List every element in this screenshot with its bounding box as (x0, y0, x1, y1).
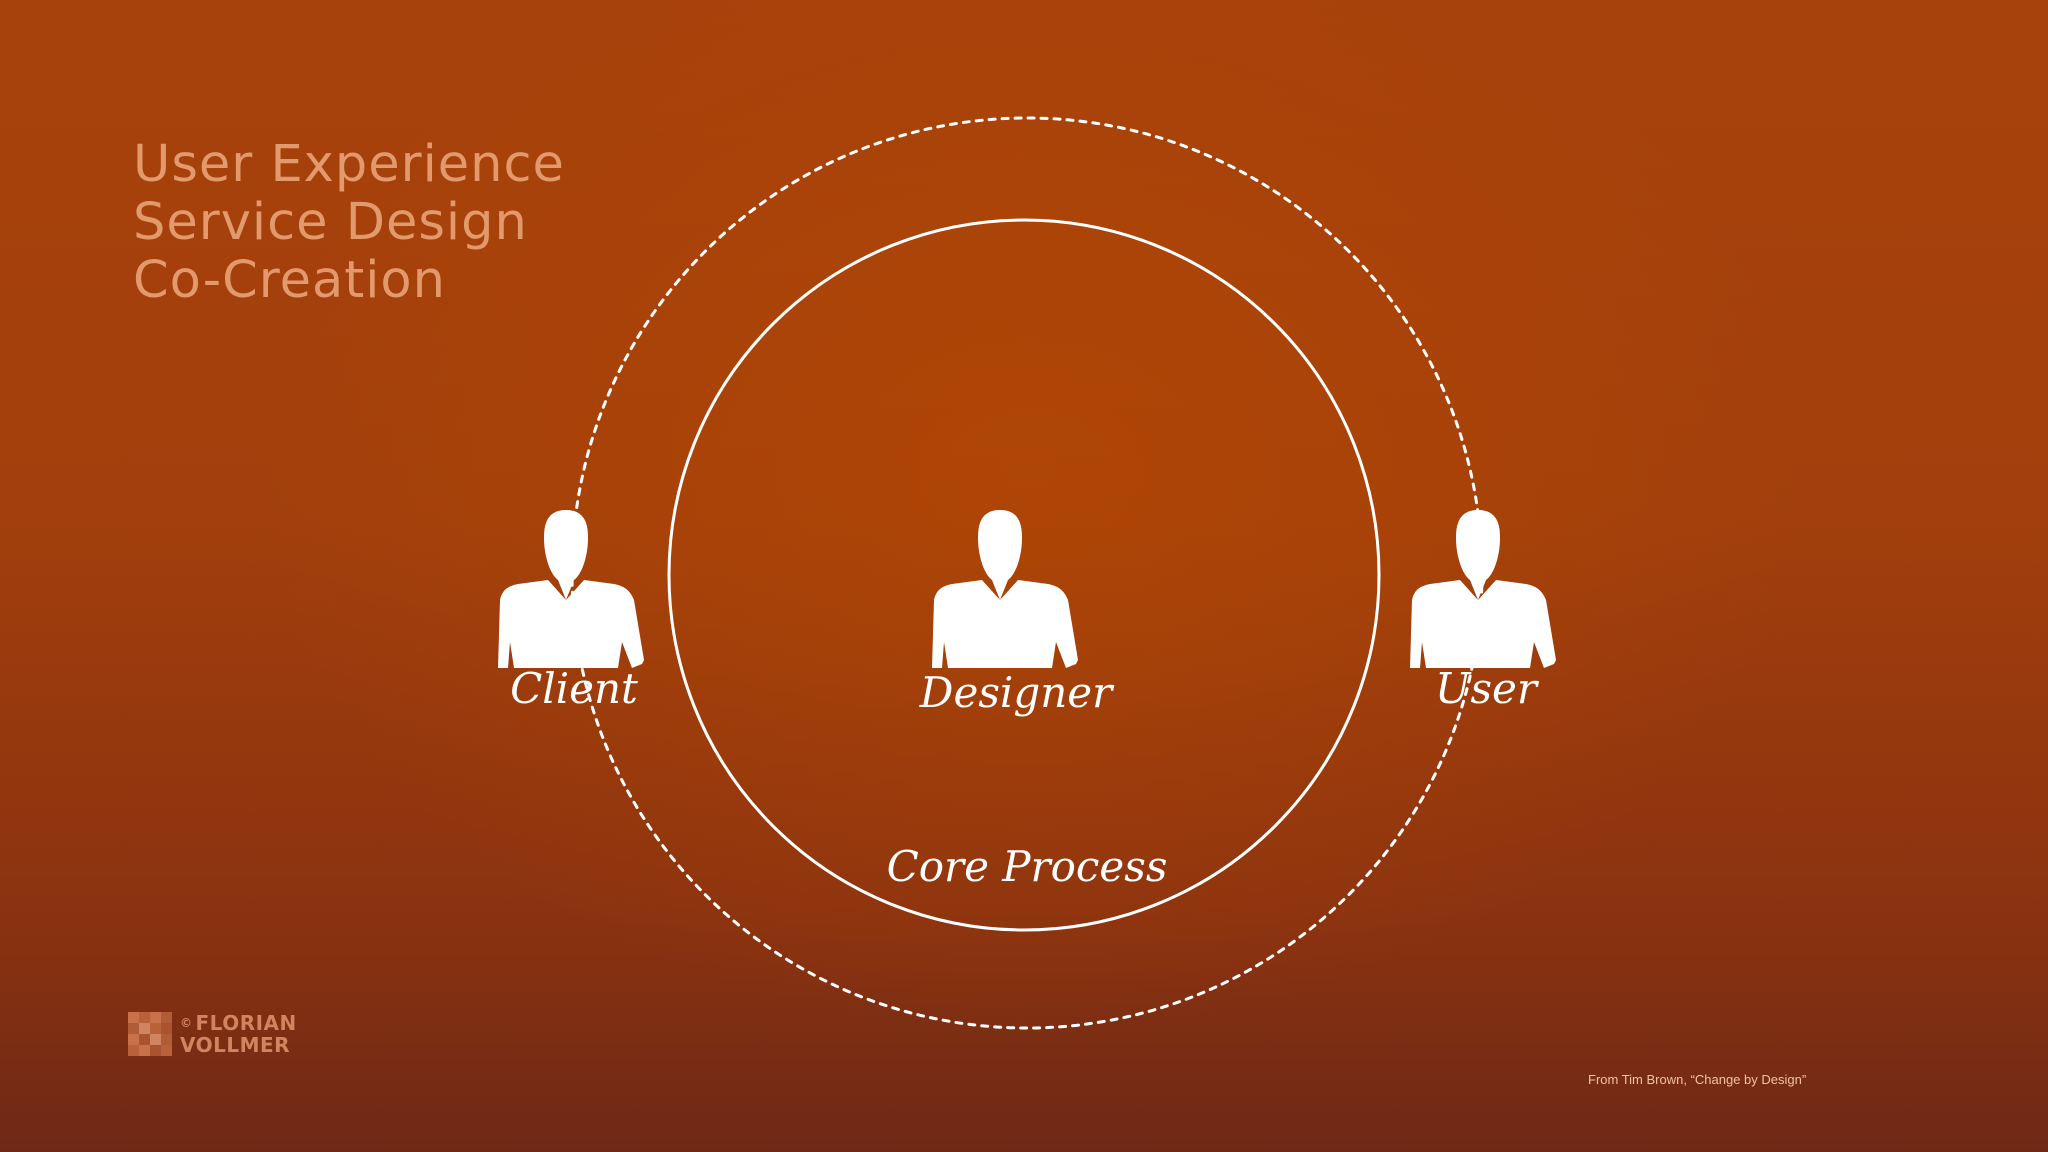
logo-mark-icon (128, 1012, 172, 1056)
headline-line-co-creation: Co-Creation (133, 251, 446, 310)
logo-registered-mark: © (180, 1016, 193, 1030)
client-person-icon (498, 510, 644, 668)
core-process-label: Core Process (886, 842, 1168, 891)
florian-vollmer-logo: ©FLORIAN VOLLMER (128, 1012, 297, 1056)
user-label: User (1435, 664, 1537, 713)
outer-dashed-circle (570, 116, 1484, 1030)
headline-line-service-design: Service Design (133, 193, 528, 252)
core-process-circle (667, 218, 1381, 932)
logo-line-1: FLORIAN (195, 1011, 297, 1035)
headline-list: User Experience Service Design Co-Creati… (133, 136, 565, 310)
designer-person-icon (932, 510, 1078, 668)
client-label: Client (510, 664, 638, 713)
logo-line-2: VOLLMER (180, 1033, 291, 1057)
designer-label: Designer (919, 668, 1113, 717)
source-credit: From Tim Brown, “Change by Design” (1588, 1072, 1807, 1087)
headline-line-user-experience: User Experience (133, 135, 565, 194)
